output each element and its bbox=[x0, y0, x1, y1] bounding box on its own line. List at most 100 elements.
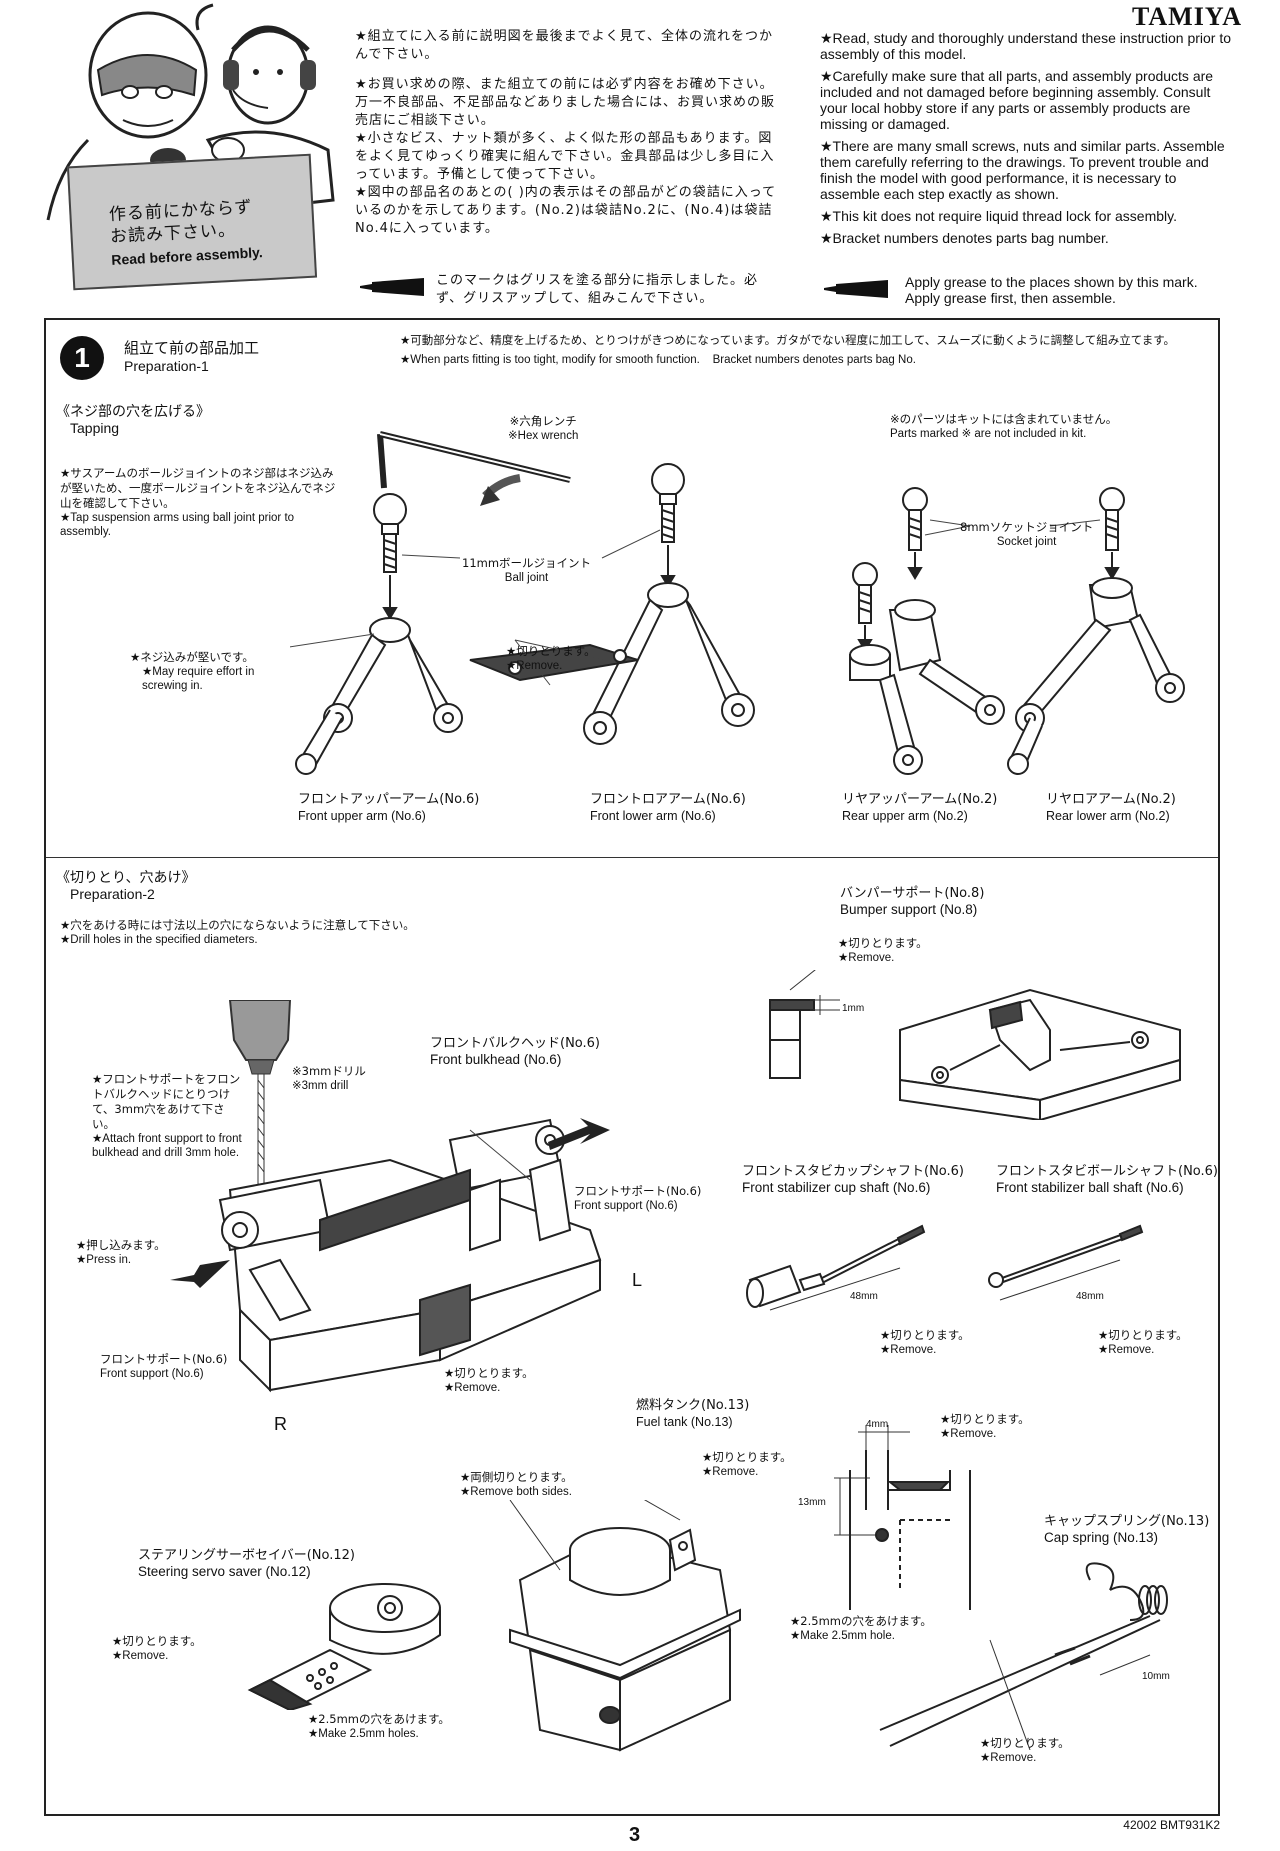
ball-joint-en: Ball joint bbox=[504, 572, 549, 584]
servo-saver-illustration bbox=[247, 1583, 441, 1710]
cup-shaft-remove-note: ★切りとります。 ★Remove. bbox=[880, 1328, 970, 1357]
tapping-remove-jp: ★切りとります。 bbox=[506, 644, 596, 658]
not-included-note: ※のパーツはキットには含まれていません。 Parts marked ※ are … bbox=[890, 412, 1117, 441]
not-included-jp: ※のパーツはキットには含まれていません。 bbox=[890, 412, 1118, 426]
bumper-remove-jp: ★切りとります。 bbox=[838, 936, 928, 950]
intro-en-block: ★Read, study and thoroughly understand t… bbox=[820, 30, 1240, 246]
cap-spring-en: Cap spring (No.13) bbox=[1044, 1530, 1159, 1545]
servo-saver-label: ステアリングサーボセイバー(No.12) Steering servo save… bbox=[138, 1548, 355, 1580]
not-included-en: Parts marked ※ are not included in kit. bbox=[890, 428, 1087, 440]
grease-tube-icon bbox=[360, 278, 424, 296]
intro-en-4: ★This kit does not require liquid thread… bbox=[820, 208, 1178, 224]
prep2-heading: 《切りとり、穴あけ》 Preparation-2 bbox=[56, 870, 195, 902]
bumper-remove-en: ★Remove. bbox=[838, 952, 895, 964]
tapping-desc: ★サスアームのボールジョイントのネジ部はネジ込みが堅いため、一度ボールジョイント… bbox=[60, 466, 338, 539]
suspension-arms-illustration bbox=[290, 463, 1185, 775]
intro-en-2: ★Carefully make sure that all parts, and… bbox=[820, 68, 1214, 132]
hole-25-note: ★2.5mmの穴をあけます。 ★Make 2.5mm hole. bbox=[790, 1614, 932, 1643]
doc-code: 42002 BMT931K2 bbox=[1123, 1818, 1220, 1832]
cap-spring-remove-note: ★切りとります。 ★Remove. bbox=[980, 1736, 1070, 1765]
step-note-en: ★When parts fitting is too tight, modify… bbox=[400, 354, 916, 366]
arm-caption-jp: リヤロアアーム(No.2) bbox=[1046, 792, 1176, 807]
cap-spring-remove-jp: ★切りとります。 bbox=[980, 1736, 1070, 1750]
intro-jp-block: ★組立てに入る前に説明図を最後までよく見て、全体の流れをつかんで下さい。 ★お買… bbox=[355, 28, 785, 238]
cup-shaft-jp: フロントスタビカップシャフト(No.6) bbox=[742, 1164, 964, 1179]
step-title-en: Preparation-1 bbox=[124, 358, 209, 374]
front-bulkhead-illustration bbox=[170, 1118, 610, 1393]
front-support-left-en: Front support (No.6) bbox=[100, 1368, 204, 1380]
step-frame bbox=[44, 318, 1220, 1816]
arm-caption-jp: フロントロアアーム(No.6) bbox=[590, 792, 746, 807]
ball-shaft-remove-jp: ★切りとります。 bbox=[1098, 1328, 1188, 1342]
intro-en-1: ★Read, study and thoroughly understand t… bbox=[820, 30, 1232, 62]
ball-shaft-label: フロントスタビボールシャフト(No.6) Front stabilizer ba… bbox=[996, 1164, 1218, 1196]
ball-shaft-remove-en: ★Remove. bbox=[1098, 1344, 1155, 1356]
servo-remove-note: ★切りとります。 ★Remove. bbox=[112, 1634, 202, 1663]
tapping-heading: 《ネジ部の穴を広げる》 Tapping bbox=[56, 404, 210, 436]
ball-shaft-dim: 48mm bbox=[1076, 1291, 1104, 1302]
step-title: 組立て前の部品加工 Preparation-1 bbox=[124, 338, 259, 374]
cap-spring-label: キャップスプリング(No.13) Cap spring (No.13) bbox=[1044, 1514, 1209, 1546]
arm-caption-rear-upper: リヤアッパーアーム(No.2) Rear upper arm (No.2) bbox=[842, 792, 997, 824]
both-sides-en: ★Remove both sides. bbox=[460, 1486, 572, 1498]
tapping-remove-en: ★Remove. bbox=[506, 660, 563, 672]
hex-jp: ※六角レンチ bbox=[509, 414, 577, 428]
brand-logo: TAMIYA bbox=[1131, 2, 1242, 31]
both-sides-note: ★両側切りとります。 ★Remove both sides. bbox=[460, 1470, 573, 1499]
bumper-dim-1mm: 1mm bbox=[842, 1003, 865, 1014]
effort-jp: ★ネジ込みが堅いです。 bbox=[130, 650, 254, 664]
tapping-remove-note: ★切りとります。 ★Remove. bbox=[506, 644, 596, 673]
drill-jp: ※3mmドリル bbox=[292, 1064, 366, 1078]
grease-jp: このマークはグリスを塗る部分に指示しました。必ず、グリスアップして、組みこんで下… bbox=[436, 273, 759, 306]
bulkhead-remove-note: ★切りとります。 ★Remove. bbox=[444, 1366, 534, 1395]
ball-shaft-jp: フロントスタビボールシャフト(No.6) bbox=[996, 1164, 1218, 1179]
bulkhead-en: Front bulkhead (No.6) bbox=[430, 1052, 562, 1067]
servo-remove-jp: ★切りとります。 bbox=[112, 1634, 202, 1648]
socket-joint-label: 8mmソケットジョイント Socket joint bbox=[960, 520, 1093, 549]
attach-note: ★フロントサポートをフロントバルクヘッドにとりつけて、3mm穴をあけて下さい。 … bbox=[92, 1072, 242, 1160]
prep2-heading-en: Preparation-2 bbox=[70, 886, 155, 902]
bulkhead-remove-jp: ★切りとります。 bbox=[444, 1366, 534, 1380]
hole-25-en: ★Make 2.5mm hole. bbox=[790, 1630, 895, 1642]
servo-holes-jp: ★2.5mmの穴をあけます。 bbox=[308, 1712, 450, 1726]
cap-spring-jp: キャップスプリング(No.13) bbox=[1044, 1514, 1210, 1529]
front-support-label-right: フロントサポート(No.6) Front support (No.6) bbox=[574, 1184, 701, 1213]
hex-en: ※Hex wrench bbox=[508, 430, 579, 442]
prep2-desc: ★穴をあける時には寸法以上の穴にならないように注意して下さい。 ★Drill h… bbox=[60, 918, 415, 947]
front-support-jp: フロントサポート(No.6) bbox=[574, 1184, 702, 1198]
dim-13mm: 13mm bbox=[798, 1497, 826, 1508]
bulkhead-jp: フロントバルクヘッド(No.6) bbox=[430, 1036, 600, 1051]
cup-shaft-label: フロントスタビカップシャフト(No.6) Front stabilizer cu… bbox=[742, 1164, 964, 1196]
prep2-heading-jp: 《切りとり、穴あけ》 bbox=[56, 870, 196, 886]
sign-text: 作る前にかならず お読み下さい。 Read before assembly. bbox=[108, 196, 263, 267]
servo-remove-en: ★Remove. bbox=[112, 1650, 169, 1662]
page-number: 3 bbox=[629, 1824, 641, 1846]
effort-en: ★May require effort in screwing in. bbox=[142, 666, 255, 692]
attach-en: ★Attach front support to front bulkhead … bbox=[92, 1133, 242, 1159]
servo-saver-en: Steering servo saver (No.12) bbox=[138, 1564, 311, 1579]
cup-shaft-en: Front stabilizer cup shaft (No.6) bbox=[742, 1180, 931, 1195]
cup-shaft-remove-jp: ★切りとります。 bbox=[880, 1328, 970, 1342]
both-sides-jp: ★両側切りとります。 bbox=[460, 1470, 573, 1484]
grease-en: Apply grease to the places shown by this… bbox=[905, 274, 1198, 306]
dim-4mm: 4mm bbox=[866, 1419, 889, 1430]
cup-shaft-remove-en: ★Remove. bbox=[880, 1344, 937, 1356]
intro-jp-2: ★お買い求めの際、また組立ての前には必ず内容をお確め下さい。万一不良部品、不足部… bbox=[355, 77, 776, 128]
arm-caption-front-upper: フロントアッパーアーム(No.6) Front upper arm (No.6) bbox=[298, 792, 479, 824]
front-support-label-left: フロントサポート(No.6) Front support (No.6) bbox=[100, 1352, 227, 1381]
grease-tube-icon bbox=[824, 280, 888, 298]
bumper-remove-note: ★切りとります。 ★Remove. bbox=[838, 936, 928, 965]
intro-jp-1: ★組立てに入る前に説明図を最後までよく見て、全体の流れをつかんで下さい。 bbox=[355, 29, 774, 62]
ball-joint-label: 11mmボールジョイント Ball joint bbox=[462, 556, 591, 585]
section-divider bbox=[46, 857, 1218, 858]
arm-caption-en: Front lower arm (No.6) bbox=[590, 809, 716, 823]
stabilizer-shafts-illustration bbox=[746, 1224, 1144, 1311]
effort-note: ★ネジ込みが堅いです。 ★May require effort in screw… bbox=[130, 650, 292, 693]
socket-joint-jp: 8mmソケットジョイント bbox=[960, 520, 1094, 534]
intro-en-3: ★There are many small screws, nuts and s… bbox=[820, 138, 1225, 202]
servo-holes-en: ★Make 2.5mm holes. bbox=[308, 1728, 419, 1740]
ball-joint-jp: 11mmボールジョイント bbox=[462, 556, 592, 570]
fuel-remove-en: ★Remove. bbox=[702, 1466, 759, 1478]
fuel-tank-illustration bbox=[509, 1500, 741, 1752]
prep2-desc-jp: ★穴をあける時には寸法以上の穴にならないように注意して下さい。 bbox=[60, 918, 415, 932]
